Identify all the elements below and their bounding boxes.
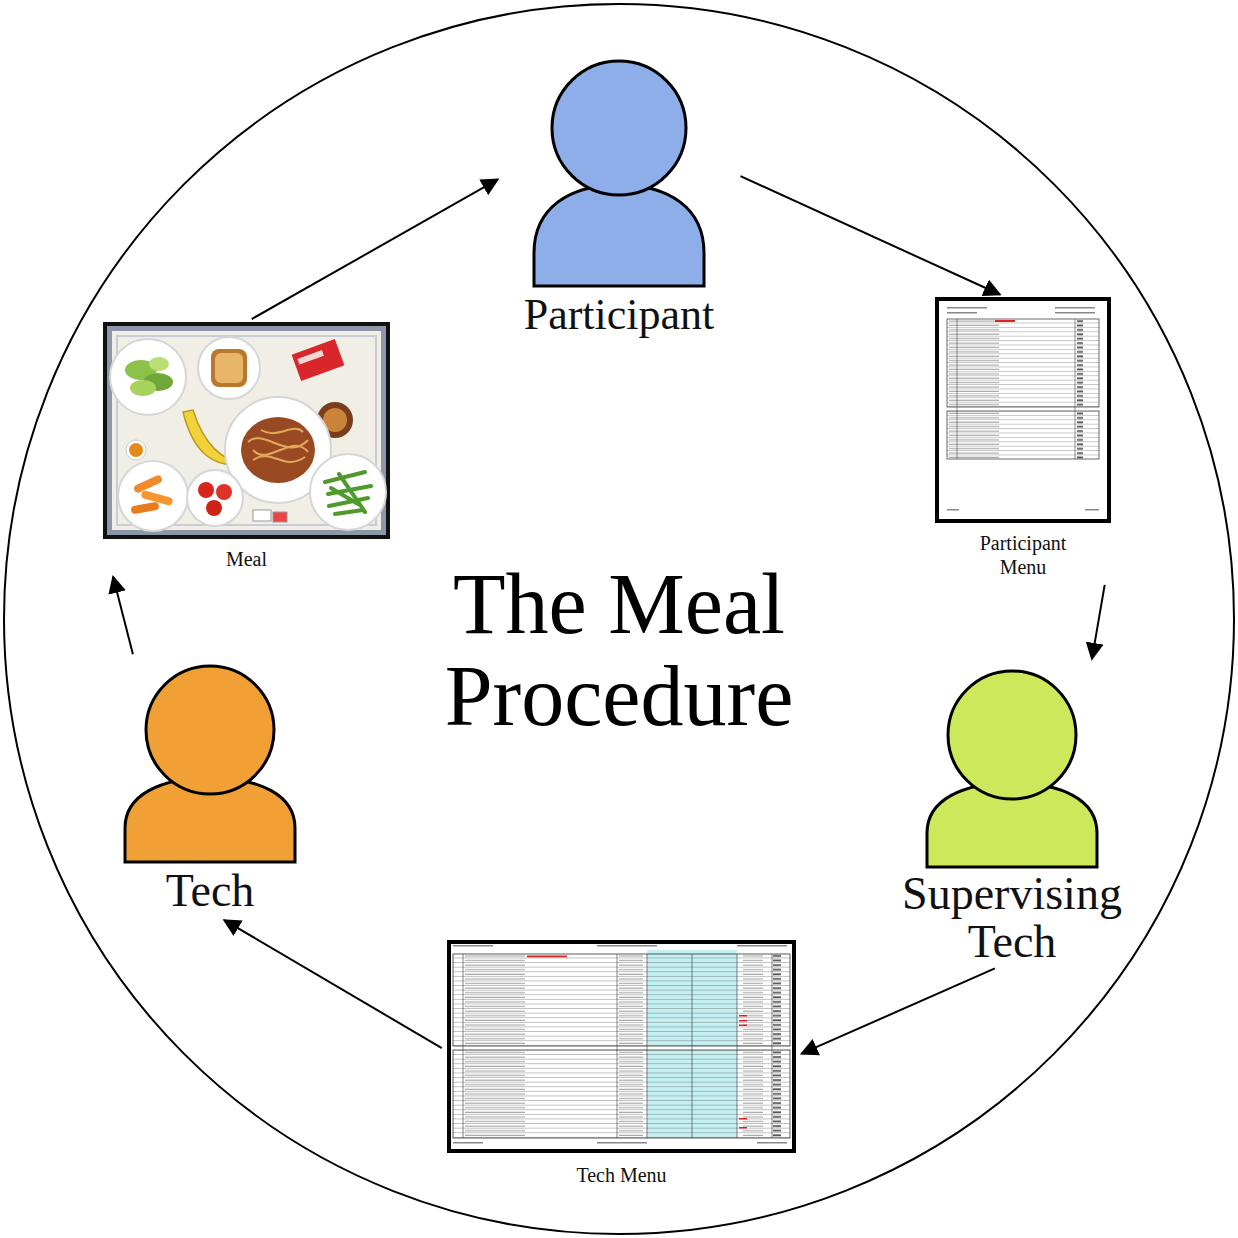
document-thumbnail [935,297,1111,523]
document-thumbnail [447,940,796,1153]
node-label: Tech [166,865,255,917]
drawing-part [241,417,315,483]
drawing-part [211,349,247,387]
drawing-part [647,954,648,1138]
drawing-part [757,1142,787,1144]
drawing-part [187,470,243,526]
drawing-part [463,954,464,1138]
flow-arrow [113,577,133,654]
drawing-part [126,440,146,460]
drawing-part [1075,319,1076,459]
drawing-part [118,461,188,531]
drawing-part [692,954,693,1138]
drawing-part [617,954,618,1138]
drawing-part [739,1127,747,1129]
drawing-part [325,472,371,514]
drawing-part [739,1015,747,1017]
drawing-part [453,954,790,1046]
drawing-part [110,339,186,415]
drawing-part [957,319,958,459]
node-label: Participant [524,290,715,340]
drawing-part [206,500,222,516]
drawing-part [216,484,232,500]
flow-arrow [224,920,442,1048]
drawing-part [453,945,493,947]
node-label: Supervising Tech [896,870,1128,966]
node-label: Tech Menu [576,1163,666,1187]
node-label: Participant Menu [963,531,1083,579]
drawing-part [453,1142,483,1144]
drawing-part [739,1020,747,1022]
drawing-part [453,1050,790,1138]
drawing-part [739,1025,747,1027]
flow-arrow [1092,585,1105,659]
person-icon [922,665,1102,870]
drawing-part [737,954,738,1138]
diagram-title: The Meal Procedure [399,558,839,742]
drawing-part [273,512,287,522]
drawing-part [947,509,959,511]
person-icon [529,58,709,290]
drawing-part [292,339,345,381]
drawing-part [995,320,1015,322]
drawing-part [215,353,243,383]
drawing-part [737,945,787,947]
drawing-part [133,474,164,494]
drawing-part [130,380,156,396]
drawing-part [947,319,1099,407]
drawing-part [449,942,794,1151]
drawing-part [1055,307,1095,309]
drawing-part [947,312,977,314]
drawing-part [739,1118,747,1120]
drawing-part [129,443,143,457]
drawing-part [772,954,773,1138]
drawing-part [310,454,386,530]
picture-node: Meal [103,322,390,571]
drawing-part [947,307,987,309]
document-node: Tech Menu [447,940,796,1187]
drawing-part [297,350,323,365]
drawing-part [253,510,271,521]
drawing-part [198,337,260,399]
drawing-part [146,666,274,794]
person-node: Tech [120,660,300,917]
drawing-part [937,299,1109,521]
drawing-part [292,339,345,381]
drawing-part [198,482,214,498]
drawing-part [948,671,1076,799]
drawing-part [4,4,1234,1234]
drawing-part [1085,509,1099,511]
person-node: Participant [503,58,735,340]
person-node: Supervising Tech [896,665,1128,966]
flow-arrow [252,179,498,319]
flow-arrow [740,176,999,294]
node-label: Meal [226,547,267,571]
drawing-part [552,61,686,195]
meal-picture [103,322,390,539]
drawing-part [597,945,657,947]
drawing-part [527,956,567,958]
flow-arrow [801,968,994,1053]
drawing-part [105,324,388,537]
drawing-part [947,411,1099,459]
drawing-part [597,1142,647,1144]
drawing-part [1055,312,1095,314]
document-node: Participant Menu [935,297,1111,579]
drawing-part [149,357,169,371]
drawing-part [131,502,160,515]
person-icon [120,660,300,865]
drawing-part [248,429,308,462]
drawing-part [534,185,704,286]
